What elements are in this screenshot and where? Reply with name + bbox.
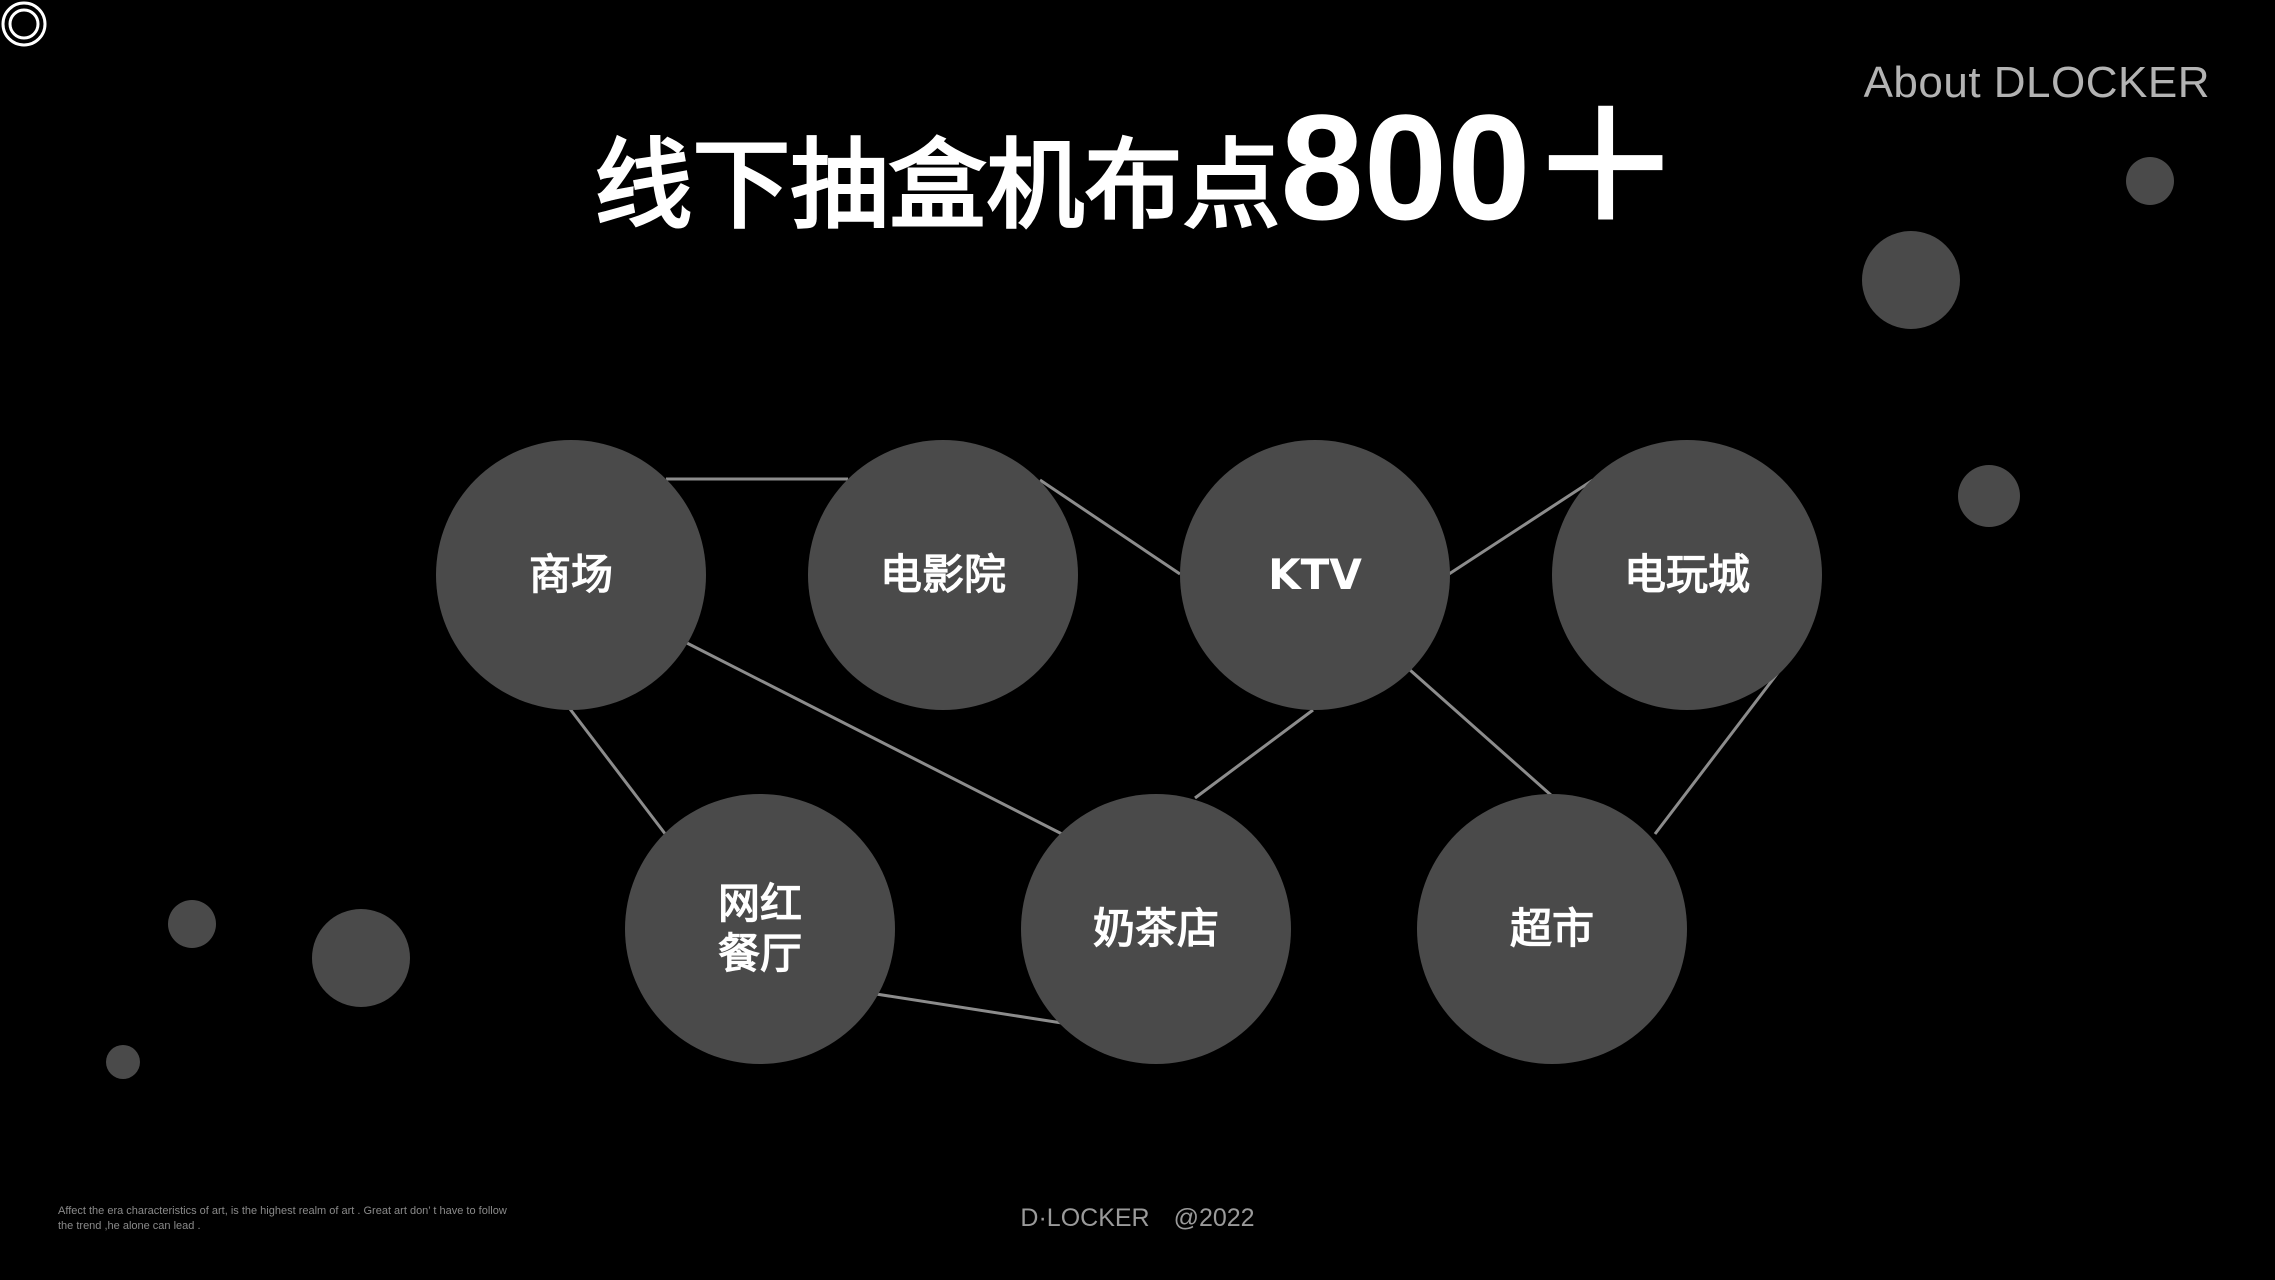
node-label: 商场 [528,549,613,599]
node-label: KTV [1268,549,1362,599]
node-restaurant: 网红 餐厅 [625,794,895,1064]
node-label: 奶茶店 [1092,903,1219,953]
decorative-dot [2126,157,2174,205]
decorative-dot [1958,465,2020,527]
link-cinema-ktv [1039,478,1181,576]
node-arcade: 电玩城 [1552,440,1822,710]
node-milktea: 奶茶店 [1021,794,1291,1064]
concentric-ring-icon [1,1,47,47]
decorative-dot [1862,231,1960,329]
link-arcade-supermarket [1653,669,1782,835]
decorative-dot [106,1045,140,1079]
footer-year: @2022 [1173,1204,1255,1232]
title-text: 线下抽盒机布点 [594,129,1281,243]
decorative-dot [312,909,410,1007]
footer-brand-name: D·LOCKER [1020,1204,1150,1232]
node-supermarket: 超市 [1417,794,1687,1064]
link-ktv-arcade [1448,478,1594,576]
node-label: 电影院 [879,549,1006,599]
node-label: 网红 餐厅 [717,878,802,978]
decorative-dot [168,900,216,948]
title-number: 800＋ [1280,83,1681,251]
link-mall-restaurant [568,708,668,836]
footer-brand: D·LOCKER @2022 [0,1204,2275,1233]
node-label: 超市 [1509,903,1594,953]
page-title: 线下抽盒机布点800＋ [0,92,2275,242]
link-ktv-supermarket [1409,668,1553,798]
brand-heading: About DLOCKER [1863,58,2210,107]
footer-slogan: Affect the era characteristics of art, i… [58,1205,507,1232]
link-mall-milktea [680,638,1063,836]
node-cinema: 电影院 [808,440,1078,710]
link-ktv-milktea [1194,708,1314,800]
node-mall: 商场 [436,440,706,710]
node-label: 电玩城 [1623,549,1750,599]
link-restaurant-milktea [875,992,1063,1025]
node-ktv: KTV [1180,440,1450,710]
